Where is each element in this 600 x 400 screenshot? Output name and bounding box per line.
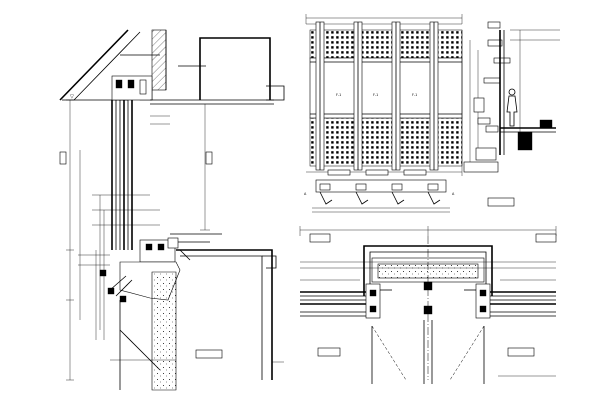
- glazing-mullion: [111, 100, 133, 250]
- left-mullion-joint: [365, 283, 392, 319]
- glazing-field: [309, 57, 463, 119]
- lintel-level-mark: ▽: [70, 94, 74, 100]
- window-head: [111, 37, 285, 105]
- central-column-box: [363, 236, 493, 380]
- lower-perforated-band: [309, 117, 463, 167]
- elevation-mullions: [315, 21, 439, 171]
- exterior-wall: [151, 29, 167, 91]
- right-mullion-joint: [464, 283, 491, 319]
- horizontal-section-plan: [299, 226, 557, 384]
- pane-tag-2: F-1: [373, 93, 378, 97]
- strip-mark-left: A: [304, 192, 307, 196]
- left-section-label: [195, 349, 284, 363]
- left-glazing-run: [300, 291, 372, 317]
- elevation-plan-strip: A A: [304, 169, 462, 213]
- right-dimension-chain: [150, 104, 213, 231]
- left-dimension-chain: [59, 99, 160, 381]
- window-sill: [99, 233, 277, 380]
- right-glazing-run: [484, 291, 556, 317]
- pane-tag-1: F-1: [336, 93, 341, 97]
- upper-perforated-band: [309, 29, 463, 59]
- interior-dashed-lines: [371, 320, 485, 384]
- scale-figure: [506, 88, 518, 127]
- curtain-wall-elevation: F-1 F-1 F-1 A A: [304, 14, 463, 213]
- vertical-section-detail: ▽: [59, 29, 285, 391]
- pane-tag-3: F-1: [412, 93, 417, 97]
- strip-mark-right: A: [452, 192, 455, 196]
- spandrel-wall: [110, 271, 177, 391]
- side-section: [461, 21, 560, 207]
